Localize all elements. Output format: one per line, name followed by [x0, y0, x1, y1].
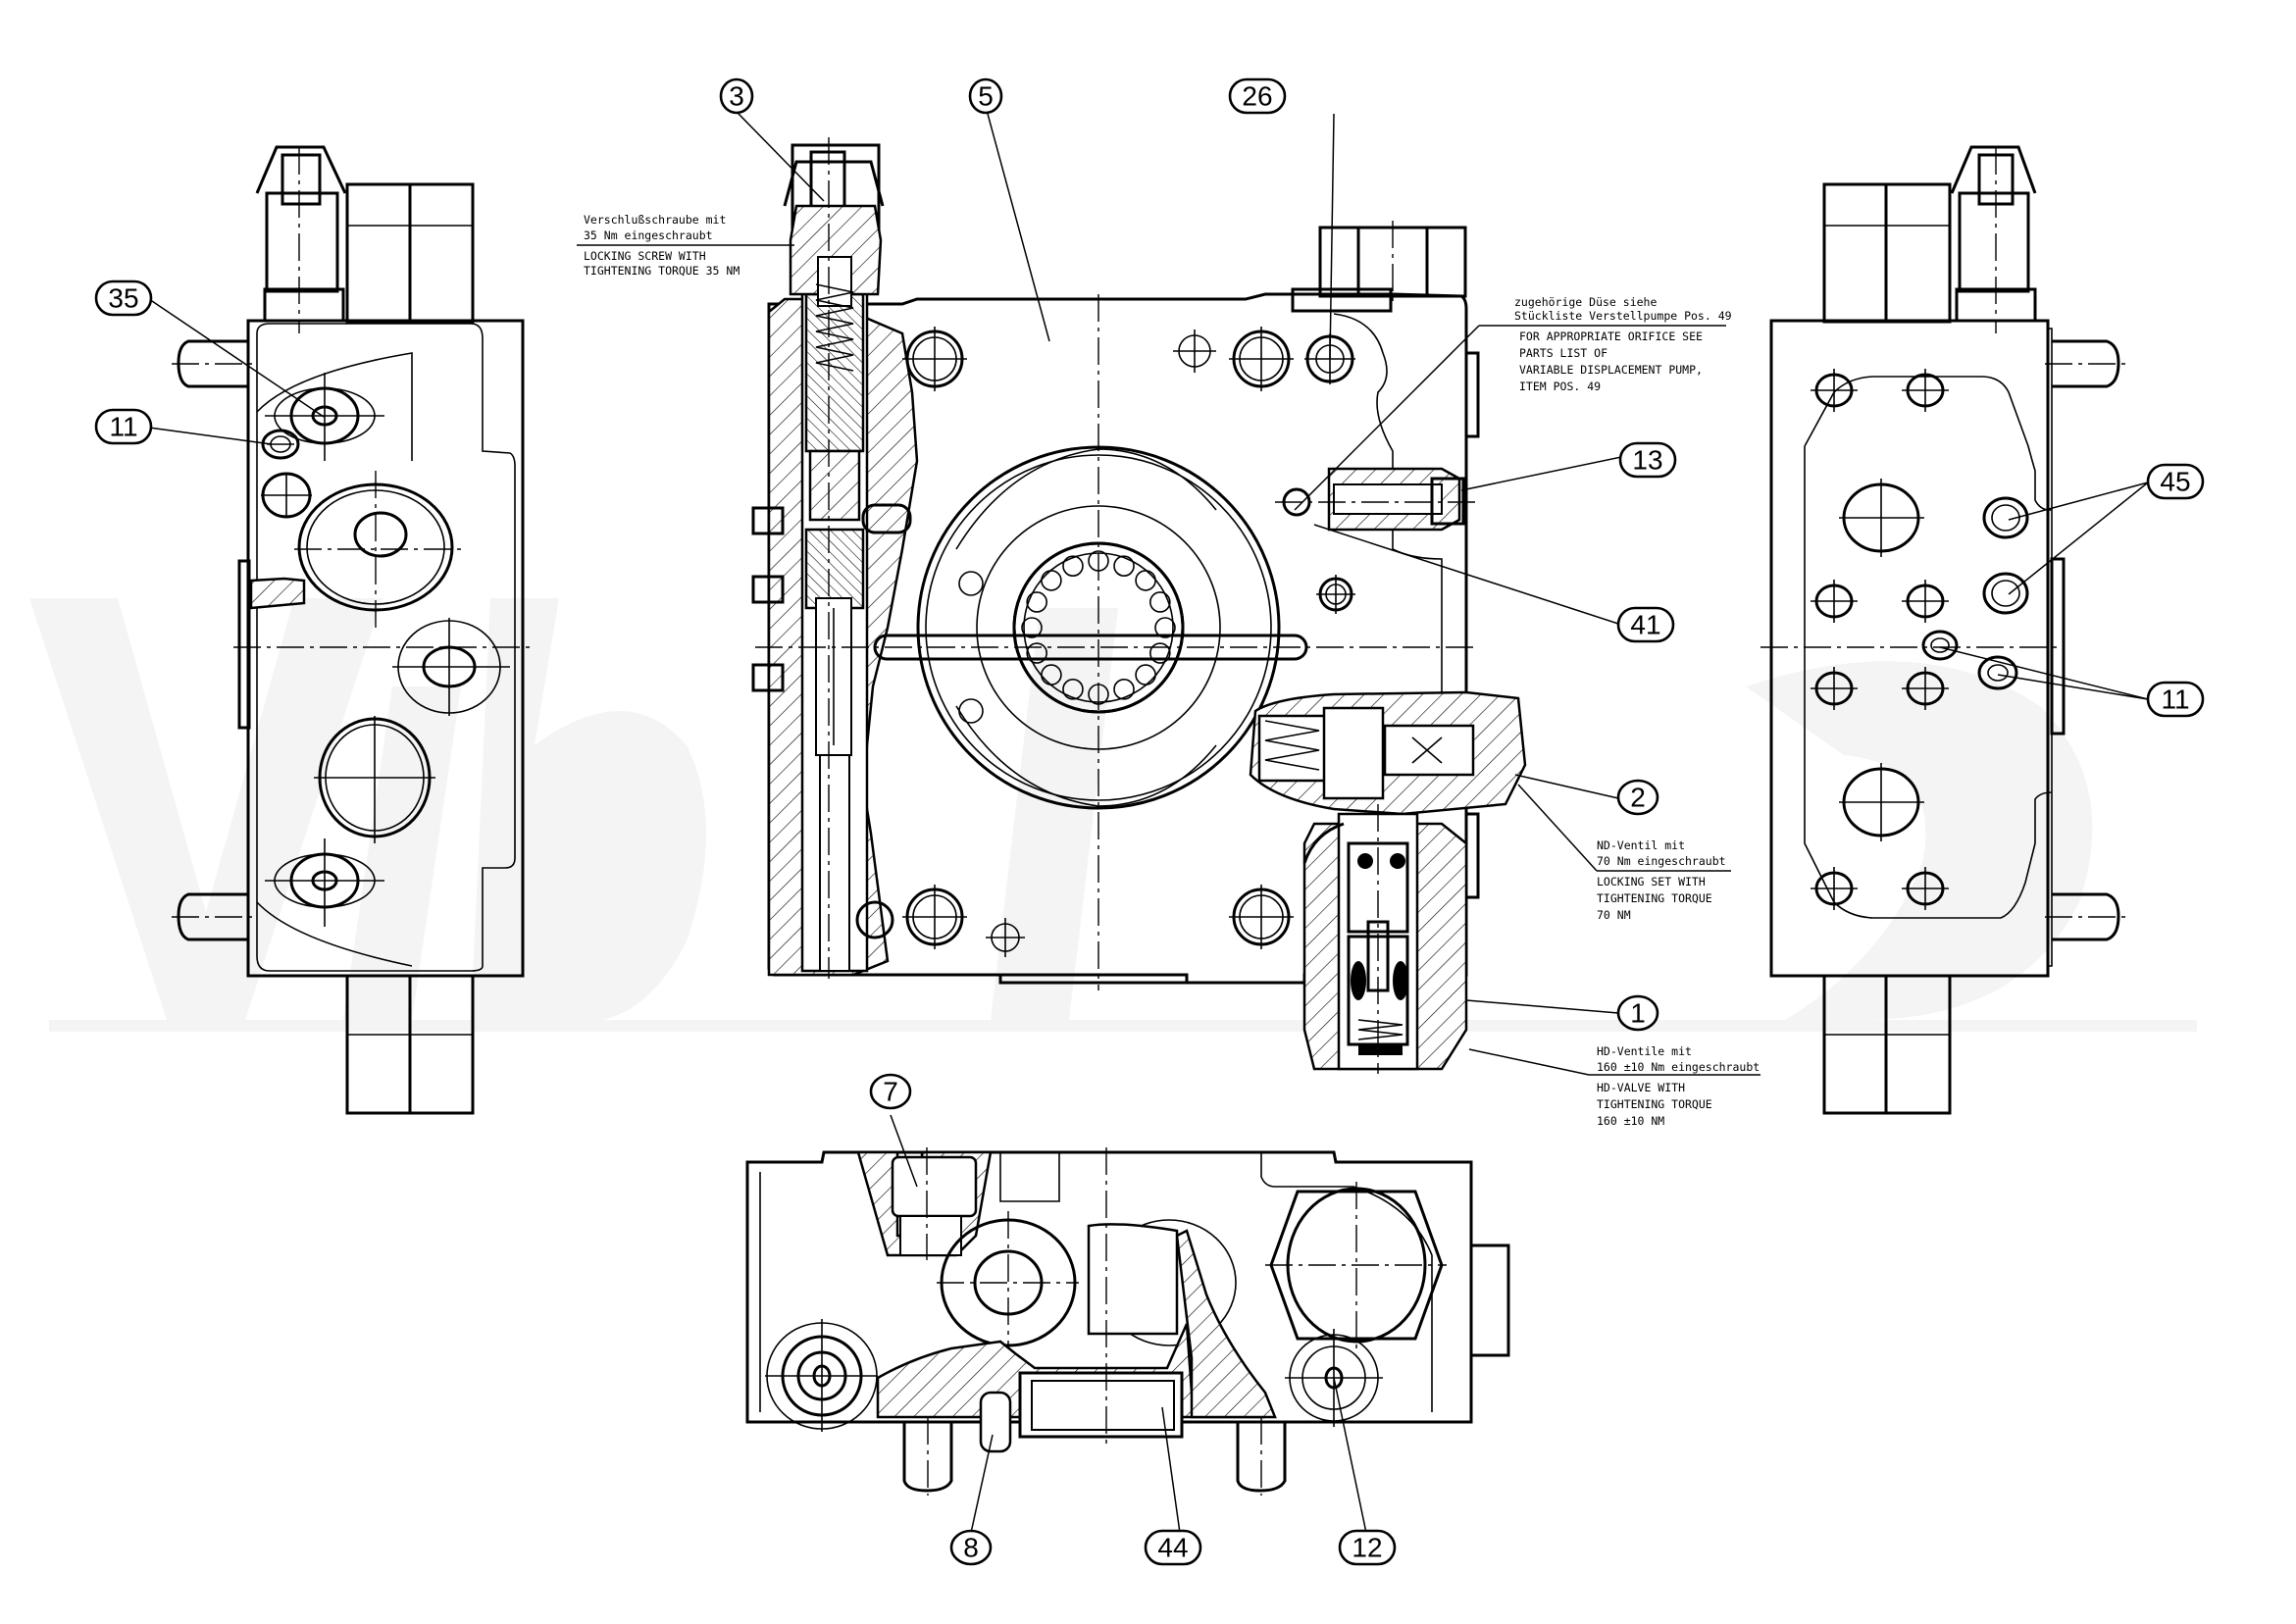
balloon-2[interactable]: 2 — [1616, 779, 1659, 816]
spline-tooth — [1062, 679, 1084, 700]
spline-tooth — [1021, 617, 1043, 638]
svg-text:160 ±10 NM: 160 ±10 NM — [1597, 1114, 1664, 1128]
left-side-view — [172, 145, 535, 1115]
balloon-5[interactable]: 5 — [968, 77, 1003, 115]
note-nd-valve: ND-Ventil mit 70 Nm eingeschraubt LOCKIN… — [1597, 838, 1726, 922]
balloon-11-left[interactable]: 11 — [94, 408, 153, 445]
svg-text:35: 35 — [108, 283, 138, 314]
svg-text:Stückliste Verstellpumpe Pos.: Stückliste Verstellpumpe Pos. 49 — [1514, 309, 1732, 323]
bolt-hole — [1811, 667, 1858, 710]
balloons: 35 11 3 5 26 13 41 2 1 45 11 7 8 44 12 — [94, 77, 2205, 1566]
svg-text:12: 12 — [1352, 1533, 1382, 1563]
svg-text:45: 45 — [2160, 467, 2190, 497]
svg-text:TIGHTENING TORQUE: TIGHTENING TORQUE — [1597, 891, 1712, 905]
svg-text:41: 41 — [1630, 610, 1660, 640]
svg-text:7: 7 — [883, 1077, 898, 1107]
svg-text:13: 13 — [1632, 445, 1662, 476]
svg-text:3: 3 — [729, 81, 744, 112]
front-section-view — [751, 137, 1527, 1074]
balloon-3[interactable]: 3 — [719, 77, 754, 115]
spline-tooth — [1041, 664, 1062, 685]
svg-text:LOCKING SET WITH: LOCKING SET WITH — [1597, 875, 1706, 888]
balloon-7[interactable]: 7 — [869, 1073, 912, 1110]
svg-text:HD-Ventile mit: HD-Ventile mit — [1597, 1044, 1692, 1058]
svg-text:FOR APPROPRIATE ORIFICE SEE: FOR APPROPRIATE ORIFICE SEE — [1519, 330, 1703, 343]
bolt-hole — [1902, 369, 1949, 412]
balloon-8[interactable]: 8 — [949, 1529, 993, 1566]
svg-text:35 Nm eingeschraubt: 35 Nm eingeschraubt — [584, 228, 713, 242]
spline-tooth — [1062, 555, 1084, 577]
svg-text:TIGHTENING TORQUE: TIGHTENING TORQUE — [1597, 1097, 1712, 1111]
spline-tooth — [1113, 679, 1135, 700]
right-side-view — [1760, 145, 2126, 1115]
svg-text:ND-Ventil mit: ND-Ventil mit — [1597, 838, 1685, 852]
svg-text:2: 2 — [1630, 783, 1646, 813]
bolt-hole — [1811, 369, 1858, 412]
bottom-view — [745, 1147, 1510, 1496]
spline-tooth — [1135, 570, 1156, 591]
balloon-35[interactable]: 35 — [94, 279, 153, 317]
spline-tooth — [1135, 664, 1156, 685]
leader-lines — [148, 112, 2149, 1534]
spline-tooth — [1149, 591, 1171, 613]
svg-text:26: 26 — [1242, 81, 1272, 112]
svg-text:Verschlußschraube mit: Verschlußschraube mit — [584, 213, 726, 227]
spline-tooth — [1149, 642, 1171, 664]
spline-tooth — [1026, 642, 1047, 664]
spline-tooth — [1041, 570, 1062, 591]
bolt-hole — [1902, 867, 1949, 910]
svg-text:160 ±10 Nm eingeschraubt: 160 ±10 Nm eingeschraubt — [1597, 1060, 1760, 1074]
balloon-13[interactable]: 13 — [1618, 441, 1677, 479]
bolt-hole — [1811, 580, 1858, 623]
bolt-hole — [1902, 667, 1949, 710]
balloon-26[interactable]: 26 — [1228, 77, 1287, 115]
svg-text:LOCKING SCREW WITH: LOCKING SCREW WITH — [584, 249, 706, 263]
balloon-12[interactable]: 12 — [1338, 1529, 1397, 1566]
svg-text:70 Nm eingeschraubt: 70 Nm eingeschraubt — [1597, 854, 1726, 868]
svg-text:1: 1 — [1630, 998, 1646, 1029]
svg-text:VARIABLE DISPLACEMENT PUMP,: VARIABLE DISPLACEMENT PUMP, — [1519, 363, 1703, 377]
balloon-45[interactable]: 45 — [2146, 463, 2205, 500]
balloon-44[interactable]: 44 — [1144, 1529, 1202, 1566]
bolt-hole — [1811, 867, 1858, 910]
svg-text:TIGHTENING TORQUE 35 NM: TIGHTENING TORQUE 35 NM — [584, 264, 740, 278]
note-orifice: zugehörige Düse siehe Stückliste Verstel… — [1514, 295, 1732, 393]
svg-text:5: 5 — [978, 81, 994, 112]
bolt-hole — [1902, 580, 1949, 623]
svg-text:70 NM: 70 NM — [1597, 908, 1631, 922]
svg-text:ITEM POS. 49: ITEM POS. 49 — [1519, 380, 1601, 393]
balloon-41[interactable]: 41 — [1616, 606, 1675, 643]
balloon-11-right[interactable]: 11 — [2146, 681, 2205, 718]
spline-tooth — [1113, 555, 1135, 577]
spline-tooth — [1026, 591, 1047, 613]
svg-text:HD-VALVE WITH: HD-VALVE WITH — [1597, 1081, 1685, 1094]
note-hd-valve: HD-Ventile mit 160 ±10 Nm eingeschraubt … — [1597, 1044, 1760, 1128]
svg-text:zugehörige Düse siehe: zugehörige Düse siehe — [1514, 295, 1657, 309]
svg-text:44: 44 — [1157, 1533, 1188, 1563]
svg-text:11: 11 — [109, 412, 137, 442]
note-locking-screw: Verschlußschraube mit 35 Nm eingeschraub… — [584, 213, 740, 278]
svg-text:PARTS LIST OF: PARTS LIST OF — [1519, 346, 1607, 360]
balloon-1[interactable]: 1 — [1616, 994, 1659, 1032]
svg-text:8: 8 — [963, 1533, 979, 1563]
svg-text:11: 11 — [2161, 685, 2189, 715]
spline-tooth — [1154, 617, 1176, 638]
watermark — [29, 598, 2197, 1032]
